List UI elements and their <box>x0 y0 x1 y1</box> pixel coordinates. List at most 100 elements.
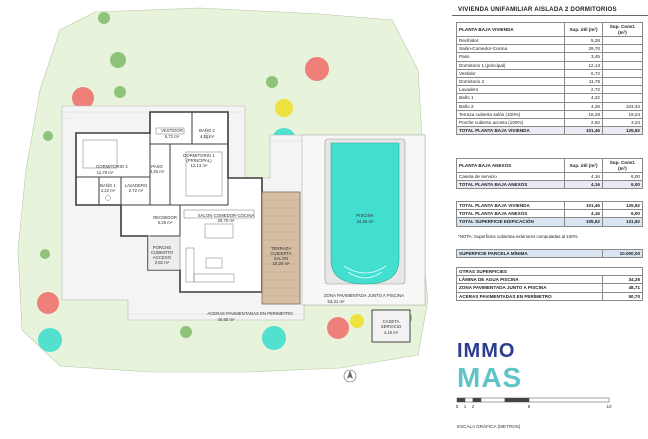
header-cell: PLANTA BAJA ANEXOS <box>456 158 565 173</box>
cell: 3,45 <box>564 52 603 62</box>
swimming-pool <box>324 138 406 285</box>
tree-red <box>37 292 59 314</box>
room-label-vestidor: VESTIDOR <box>161 128 183 133</box>
table-otras: OTRAS SUPERFICIES LÁMINA DE AGUA PISCINA… <box>456 266 643 301</box>
cell: 6,00 <box>602 171 643 182</box>
room-label-paso: PASO <box>151 164 163 169</box>
pool-water <box>330 142 400 285</box>
cell: Baño 1 <box>456 93 565 103</box>
cell: LÁMINA DE AGUA PISCINA <box>456 275 603 285</box>
header-cell: OTRAS SUPERFICIES <box>456 266 643 277</box>
table-vivienda: PLANTA BAJA VIVIENDA Sup. útil (m²) Sup.… <box>456 22 643 136</box>
cell <box>602 52 643 62</box>
cell: Baño 2 <box>456 101 565 111</box>
wardrobe <box>155 127 185 135</box>
room-area-terraza: 18,28 m² <box>273 261 291 266</box>
scale-tick-label: 5 <box>528 404 531 409</box>
cell: SUPERFICIE PARCELA MÍNIMA <box>456 248 603 259</box>
cell: Dormitorio 2 <box>456 76 565 87</box>
pool-steps <box>343 265 387 274</box>
cell <box>602 44 643 54</box>
tree-cyan <box>262 326 286 350</box>
cell: 50,70 <box>602 291 643 301</box>
table-row: Dormitorio 1 (principal)12,13 <box>456 60 643 70</box>
cell: 125,92 <box>602 200 643 211</box>
cell: 125,92 <box>602 126 643 136</box>
cell: 48,71 <box>602 283 643 293</box>
cell: 103,44 <box>602 101 643 111</box>
cell: 101,46 <box>564 126 603 136</box>
room-label-recibidor: RECIBIDOR <box>153 215 177 220</box>
room-label-zona-pav: ZONA PAVIMENTADA JUNTO A PISCINA <box>324 293 404 298</box>
cell: 105,62 <box>564 217 603 227</box>
cell <box>602 68 643 78</box>
furniture <box>82 127 255 283</box>
cell: 2,92 <box>564 117 603 128</box>
cell <box>602 93 643 103</box>
tree-red <box>72 87 94 109</box>
tree-green <box>110 52 126 68</box>
cell: 4,16 <box>564 209 603 219</box>
cell: 12,13 <box>564 60 603 70</box>
cell: 101,46 <box>564 200 603 211</box>
room-area-paso: 3,45 m² <box>150 169 165 174</box>
house <box>75 111 263 293</box>
header-cell: Sup. Const. (m²) <box>602 22 643 37</box>
cell: ACERAS PAVIMENTADAS EN PERÍMETRO <box>456 291 603 301</box>
cell: Recibidor <box>456 35 565 46</box>
cell: Terraza cubierta salón (100%) <box>456 109 565 119</box>
title-divider <box>452 15 648 16</box>
summary-title: VIVIENDA UNIFAMILIAR AISLADA 2 DORMITORI… <box>458 6 617 13</box>
pool-steps <box>347 271 383 279</box>
cell: TOTAL PLANTA BAJA ANEXOS <box>456 209 565 219</box>
cell: TOTAL PLANTA BAJA ANEXOS <box>456 180 565 190</box>
cell: 131,92 <box>602 217 643 227</box>
cell: Salón-Comedor-Cocina <box>456 44 565 54</box>
table-header: PLANTA BAJA VIVIENDA Sup. útil (m²) Sup.… <box>456 22 643 37</box>
company-logo: IMMO MAS <box>455 340 541 402</box>
room-label-porche-3: ACCESO <box>153 255 172 260</box>
cell: Lavadero <box>456 85 565 95</box>
tree-green <box>114 86 126 98</box>
tree-red <box>327 317 349 339</box>
room-label-porche-2: CUBIERTO <box>151 250 174 255</box>
scale-caption: ESCALA GRÁFICA (METROS) <box>457 423 521 429</box>
room-area-porche: 2,92 m² <box>155 260 170 265</box>
room-labels: VESTIDOR 6,72 m² BAÑO 2 4,28 m² DORMITOR… <box>96 128 404 335</box>
toilet <box>204 133 210 139</box>
cell: Caseta de servicio <box>456 171 565 182</box>
room-label-salon: SALON-COMEDOR-COCINA <box>198 213 255 218</box>
room-label-terraza-3: SALON <box>274 256 289 261</box>
graphic-scale: 0 1 2 5 10 ESCALA GRÁFICA (METROS) <box>456 397 612 429</box>
surface-summary: VIVIENDA UNIFAMILIAR AISLADA 2 DORMITORI… <box>452 0 648 439</box>
room-label-caseta-2: SERVICIO <box>381 324 402 329</box>
cell: 6,72 <box>564 68 603 78</box>
bed-dormitorio-1 <box>185 151 223 197</box>
cell: Dormitorio 1 (principal) <box>456 60 565 70</box>
scale-tick-label: 0 <box>456 404 459 409</box>
room-area-caseta: 4,16 m² <box>384 330 399 335</box>
room-area-aceras: 40,60 m² <box>218 317 236 322</box>
interior-walls <box>76 112 229 237</box>
sofa <box>185 247 195 283</box>
cell: TOTAL PLANTA BAJA VIVIENDA <box>456 200 565 211</box>
room-area-bano2: 4,28 m² <box>200 134 215 139</box>
cell <box>602 85 643 95</box>
table-header: OTRAS SUPERFICIES <box>456 266 643 277</box>
cell <box>602 35 643 46</box>
cell: 4,16 <box>564 180 603 190</box>
tree-green <box>180 326 192 338</box>
room-label-lavadero: LAVADERO <box>125 183 148 188</box>
header-cell: Sup. útil (m²) <box>564 22 603 37</box>
kitchen-counter <box>183 209 255 219</box>
floor-plan: VESTIDOR 6,72 m² BAÑO 2 4,28 m² DORMITOR… <box>17 7 429 383</box>
